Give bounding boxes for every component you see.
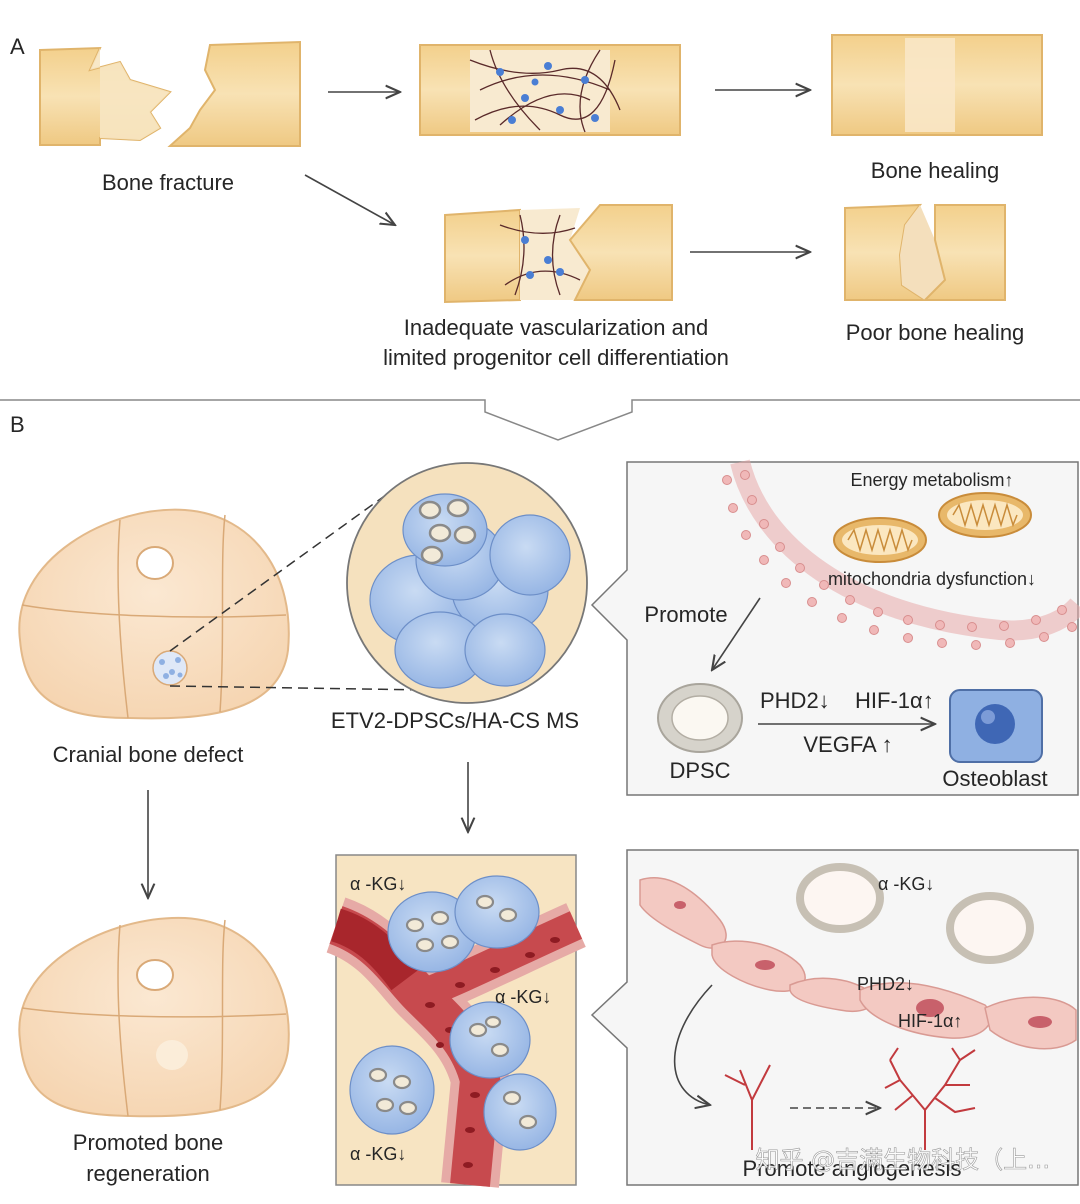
vascularized-bone xyxy=(419,44,681,136)
arrow-fracture-to-poor xyxy=(304,174,395,225)
vessel-microsphere-box: α -KG↓ α -KG↓ α -KG↓ xyxy=(325,854,586,1188)
akg-label-right: α -KG↓ xyxy=(878,874,934,894)
promoted-label-line2: regeneration xyxy=(86,1161,210,1186)
bone-healing-label: Bone healing xyxy=(871,158,999,183)
angiogenesis-box: α -KG↓ PHD2↓ HIF-1α↑ Promote angiogenesi… xyxy=(590,849,1079,1186)
poorly-vascularized-bone xyxy=(444,204,673,304)
hif-label: HIF-1α↑ xyxy=(855,688,934,713)
vessel-sprout-small xyxy=(724,1064,771,1150)
zoom-line-bottom xyxy=(169,685,431,691)
bone-fracture-label: Bone fracture xyxy=(102,170,234,195)
phd2-label: PHD2↓ xyxy=(760,688,830,713)
fractured-bone xyxy=(39,40,301,147)
vegfa-label: VEGFA ↑ xyxy=(803,732,892,757)
regenerated-skull xyxy=(18,916,290,1118)
section-divider xyxy=(0,399,1080,441)
arrow-promote-dpsc xyxy=(712,597,761,670)
energy-metabolism-label: Energy metabolism↑ xyxy=(850,470,1013,490)
akg-label-bottom: α -KG↓ xyxy=(350,1144,406,1164)
poorly-healed-bone xyxy=(844,203,1006,301)
akg-label-mid: α -KG↓ xyxy=(495,987,551,1007)
zoom-line-top xyxy=(169,491,391,652)
mechanism-box: Energy metabolism↑ mitochondria dysfunct… xyxy=(590,459,1080,796)
vessel-sprout-large xyxy=(884,1047,976,1150)
osteoblast-label: Osteoblast xyxy=(942,766,1047,791)
panel-b-label: B xyxy=(10,412,25,437)
mitochondrion-left xyxy=(833,517,927,563)
cranial-skull-defect xyxy=(18,508,290,720)
watermark: 知乎 @吉满生物科技（上... xyxy=(755,1146,1050,1174)
microsphere-zoom-circle xyxy=(346,462,588,704)
promoted-label-line1: Promoted bone xyxy=(73,1130,223,1155)
cranial-defect-label: Cranial bone defect xyxy=(53,742,244,767)
inadequate-label-line2: limited progenitor cell differentiation xyxy=(383,345,729,370)
ms-label: ETV2-DPSCs/HA-CS MS xyxy=(331,708,579,733)
dpsc-label: DPSC xyxy=(669,758,730,783)
phd2-small-label: PHD2↓ xyxy=(857,974,914,994)
osteoblast-cell xyxy=(949,689,1043,763)
arrow-curved-angiogenesis xyxy=(673,984,713,1105)
promote-label: Promote xyxy=(644,602,727,627)
angiogenesis-label: Promote angiogenesis xyxy=(743,1156,962,1181)
hif-small-label: HIF-1α↑ xyxy=(898,1011,962,1031)
dpsc-cell xyxy=(657,683,743,753)
mito-dysfunction-label: mitochondria dysfunction↓ xyxy=(828,569,1036,589)
poor-healing-label: Poor bone healing xyxy=(846,320,1025,345)
inadequate-label-line1: Inadequate vascularization and xyxy=(404,315,709,340)
akg-label-top: α -KG↓ xyxy=(350,874,406,894)
panel-a-label: A xyxy=(10,34,25,59)
healed-bone xyxy=(831,34,1043,136)
mitochondrion-right xyxy=(938,492,1032,538)
